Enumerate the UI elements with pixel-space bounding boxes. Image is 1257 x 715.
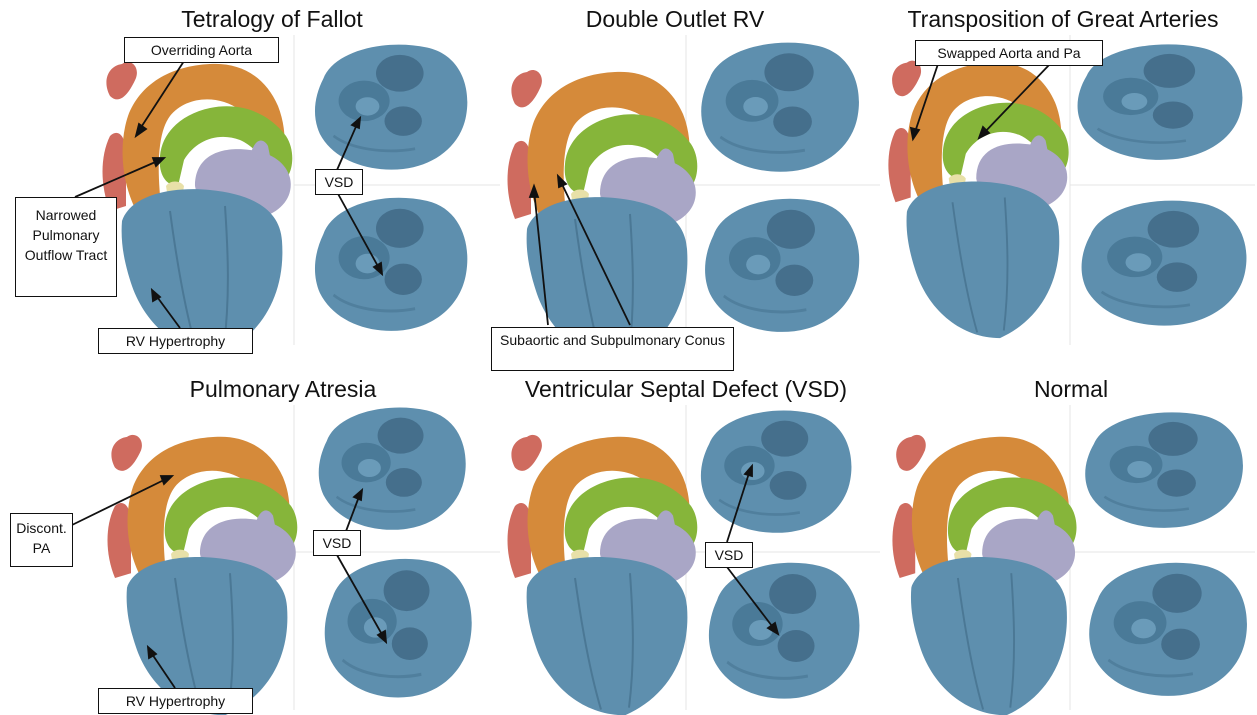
label-discont-pa: Discont. PA	[10, 513, 73, 567]
label-swapped-aorta-pa: Swapped Aorta and Pa	[915, 40, 1103, 66]
valve-view-icon	[705, 199, 859, 332]
label-conus: Subaortic and Subpulmonary Conus	[491, 327, 734, 371]
valve-view-icon	[709, 563, 860, 699]
label-vsd-pa: VSD	[313, 530, 361, 556]
label-narrowed-outflow: Narrowed Pulmonary Outflow Tract	[15, 197, 117, 297]
label-rv-hypertrophy-pa: RV Hypertrophy	[98, 688, 253, 714]
valve-view-icon	[319, 408, 466, 530]
label-overriding-aorta: Overriding Aorta	[124, 37, 279, 63]
label-vsd-tof: VSD	[315, 169, 363, 195]
heart-model-icon	[103, 62, 293, 354]
heart-model-icon	[508, 435, 698, 715]
heart-model-icon	[108, 435, 298, 715]
label-vsd-vsd: VSD	[705, 542, 753, 568]
valve-view-icon	[315, 45, 467, 170]
valve-view-icon	[1089, 563, 1247, 696]
valve-view-icon	[701, 411, 852, 533]
label-rv-hypertrophy-tof: RV Hypertrophy	[98, 328, 253, 354]
valve-view-icon	[315, 198, 467, 331]
valve-view-icon	[701, 43, 859, 172]
valve-view-icon	[325, 559, 472, 698]
heart-model-icon	[892, 435, 1076, 715]
heart-model-icon	[888, 61, 1068, 338]
valve-view-icon	[1085, 412, 1243, 527]
valve-view-icon	[1082, 201, 1247, 326]
